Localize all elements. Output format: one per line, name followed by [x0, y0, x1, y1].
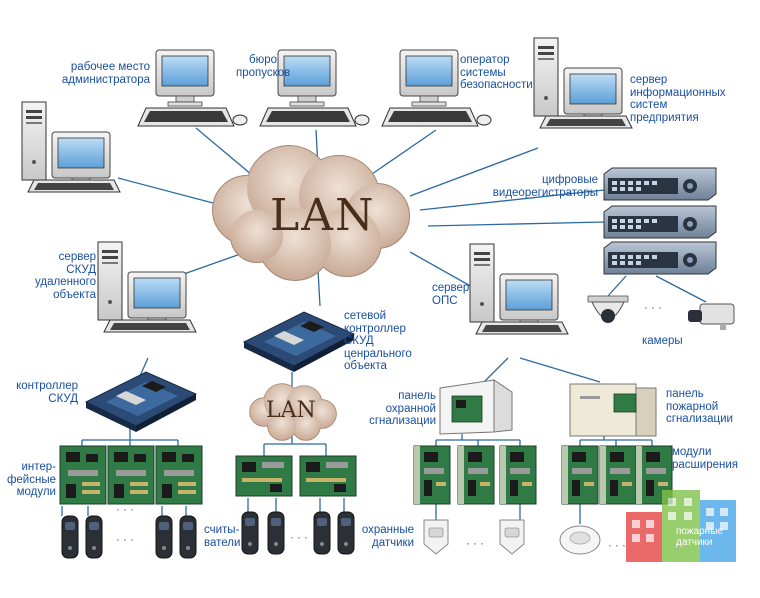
label-fire-security-server: сервер ОПС [432, 282, 470, 307]
label-acs-controller: контроллер СКУД [16, 380, 78, 405]
dome-camera-icon [587, 295, 629, 323]
label-interface-modules: интер- фейсные модули [6, 461, 56, 498]
ellipsis-interface-modules: · · · [116, 504, 134, 516]
reader-3 [155, 515, 173, 559]
lan-title-small: LAN [266, 398, 316, 423]
interface-module-1 [59, 445, 107, 505]
interface-module-3 [155, 445, 203, 505]
interface-module-2 [107, 445, 155, 505]
reader-5 [241, 511, 259, 555]
remote-module-2 [299, 455, 357, 497]
ellipsis-readers-1: · · · [116, 534, 134, 546]
label-network-controller: сетевой контроллер СКУД ценрального объе… [344, 310, 412, 372]
label-fire-sensors: пожарные датчики [676, 526, 723, 548]
intrusion-sensor-1 [423, 519, 449, 555]
intrusion-module-3 [499, 445, 537, 505]
reader-4 [179, 515, 197, 559]
label-badge-office: бюро пропусков [236, 54, 291, 79]
label-readers: считы- ватели [204, 524, 241, 549]
video-recorder-1 [603, 167, 717, 201]
remote-module-1 [235, 455, 293, 497]
intrusion-sensor-2 [499, 519, 525, 555]
fire-security-server-station [470, 244, 568, 334]
label-enterprise-server: сервер информационных систем предприятия [630, 74, 726, 124]
ellipsis-cameras: · · · [644, 302, 662, 314]
smoke-detector-icon [559, 525, 601, 555]
label-intrusion-panel: панель охранной сгнализации [369, 390, 436, 427]
label-remote-acs-server: сервер СКУД удаленного объекта [34, 251, 96, 301]
label-admin-workstation: рабочее место администратора [61, 61, 150, 86]
ellipsis-readers-2: · · · [290, 532, 308, 544]
watermark-logo [626, 490, 736, 562]
label-fire-panel: панель пожарной сгнализации [666, 388, 733, 425]
reader-1 [61, 515, 79, 559]
expansion-module-1 [561, 445, 599, 505]
label-expansion-modules: модули расширения [672, 446, 738, 471]
label-security-operator: оператор системы безопасности [460, 54, 533, 91]
reader-8 [337, 511, 355, 555]
expansion-module-2 [599, 445, 637, 505]
remote-acs-server-station [98, 242, 196, 332]
acs-controller-board [85, 371, 197, 433]
intrusion-panel-icon [439, 379, 513, 435]
reader-2 [85, 515, 103, 559]
label-video-recorders: цифровые видеорегистраторы [492, 174, 598, 199]
ellipsis-fire-sensors: · · · [608, 540, 626, 552]
admin-workstation [138, 50, 247, 126]
network-links [61, 127, 707, 524]
video-recorder-3 [603, 241, 717, 275]
label-intrusion-sensors: охранные датчики [361, 524, 414, 549]
intrusion-module-2 [457, 445, 495, 505]
intrusion-module-1 [413, 445, 451, 505]
fire-panel-icon [569, 383, 657, 437]
video-recorder-2 [603, 205, 717, 239]
reader-7 [313, 511, 331, 555]
network-controller-board [243, 311, 355, 373]
label-cameras: камеры [642, 335, 683, 347]
reader-6 [267, 511, 285, 555]
ellipsis-intrusion-sensors: · · · [466, 538, 484, 550]
left-workstation [22, 102, 120, 192]
lan-title: LAN [270, 190, 376, 241]
enterprise-server-station [534, 38, 632, 128]
box-camera-icon [688, 303, 735, 330]
